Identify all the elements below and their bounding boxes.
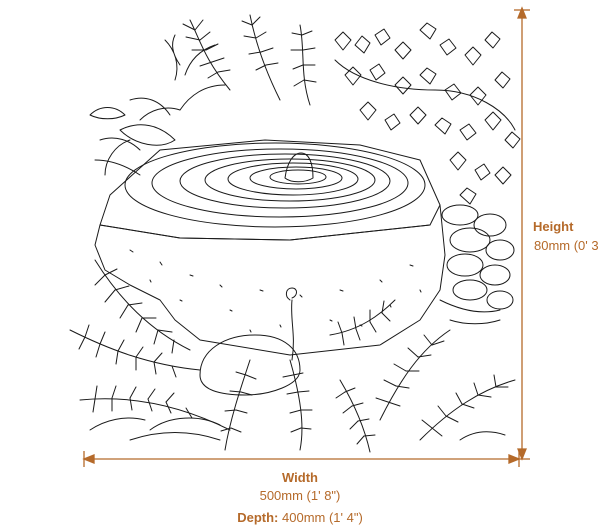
depth-label: Depth: <box>237 510 279 525</box>
depth-dimension: Depth: 400mm (1' 4") <box>0 510 600 525</box>
width-label: Width <box>282 470 318 485</box>
height-dimension-line <box>514 6 530 461</box>
boulder <box>199 334 301 396</box>
depth-value: 400mm (1' 4") <box>282 510 363 525</box>
stone-top <box>99 139 441 241</box>
foreground-ferns <box>69 259 516 453</box>
ivy-leaves <box>334 22 521 205</box>
height-label: Height <box>533 219 574 234</box>
width-value: 500mm (1' 8") <box>259 488 341 503</box>
width-dimension-line <box>82 451 521 467</box>
pebbles <box>441 204 515 310</box>
height-value: 80mm (0' 3 <box>534 238 599 253</box>
background-foliage <box>89 14 317 176</box>
stone-body <box>94 204 446 356</box>
